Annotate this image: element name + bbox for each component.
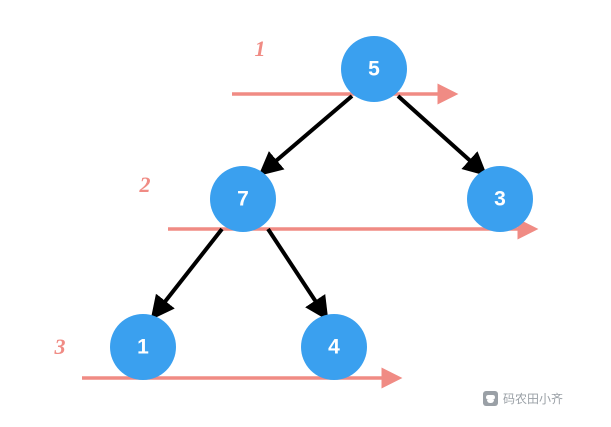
watermark: 码农田小齐 — [483, 390, 563, 407]
tree-edges — [150, 94, 488, 321]
wechat-account-icon — [483, 391, 498, 406]
level-label-1: 1 — [254, 36, 266, 61]
node-3-circle[interactable] — [467, 166, 533, 232]
node-7-circle[interactable] — [210, 166, 276, 232]
tree-nodes — [110, 36, 533, 380]
node-4-circle[interactable] — [301, 314, 367, 380]
watermark-text: 码农田小齐 — [503, 392, 564, 406]
level-label-3: 3 — [54, 334, 66, 359]
level-label-2: 2 — [139, 172, 151, 197]
edge-5-to-7 — [258, 94, 354, 176]
node-5-circle[interactable] — [341, 36, 407, 102]
node-1-circle[interactable] — [110, 314, 176, 380]
edge-7-to-1 — [150, 227, 224, 320]
edge-7-to-4 — [266, 227, 329, 321]
edge-5-to-3 — [396, 94, 488, 177]
